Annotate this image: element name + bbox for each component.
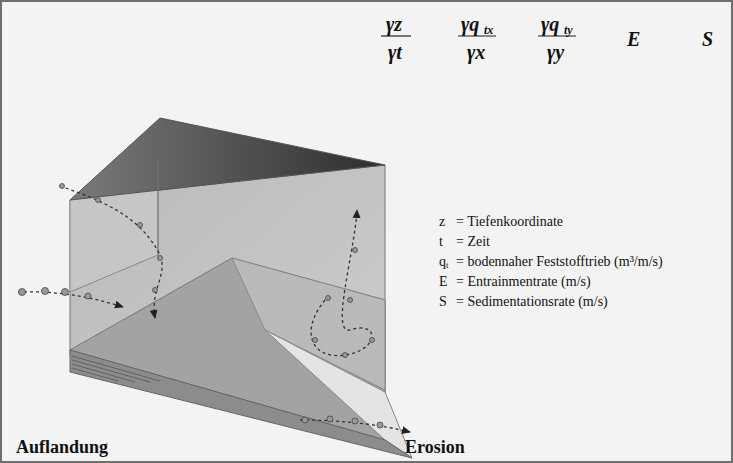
equation-term: γx xyxy=(467,42,485,62)
legend-text: = bodennaher Feststofftrieb (m³/m/s) xyxy=(456,255,663,269)
equation-subscript: ty xyxy=(564,24,573,36)
equation-subscript: tx xyxy=(484,24,493,36)
legend-symbol: t xyxy=(439,235,443,249)
legend-text: = Entrainmentrate (m/s) xyxy=(456,275,591,289)
region-label: Auflandung xyxy=(16,438,108,456)
legend-text: = Sedimentationsrate (m/s) xyxy=(456,295,608,309)
equation-term: E xyxy=(627,29,640,49)
equation-term: γz xyxy=(386,14,402,34)
equation-term: γq xyxy=(541,14,559,34)
legend-symbol: S xyxy=(439,295,447,309)
equation-term: γt xyxy=(388,42,402,62)
legend-subscript: t xyxy=(446,261,449,270)
region-label: Erosion xyxy=(405,438,465,456)
legend-text: = Zeit xyxy=(456,235,490,249)
legend-text: = Tiefenkoordinate xyxy=(456,215,563,229)
equation-term: γy xyxy=(547,42,564,62)
legend-symbol: E xyxy=(439,275,448,289)
legend-symbol: z xyxy=(439,215,445,229)
legend-symbol: q xyxy=(439,255,446,269)
equation-term: γq xyxy=(461,14,479,34)
equation-term: S xyxy=(702,29,713,49)
